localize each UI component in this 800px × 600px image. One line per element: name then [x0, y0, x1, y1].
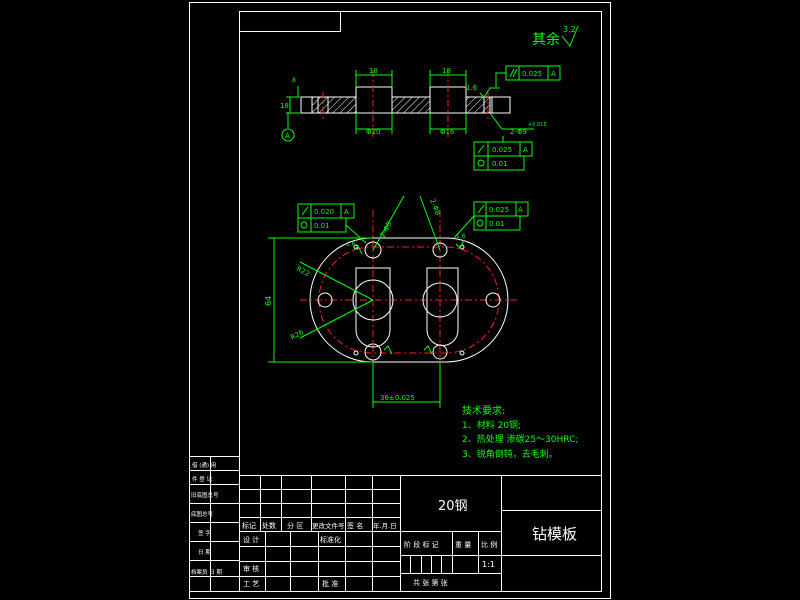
dim-r2: R26 — [289, 328, 305, 342]
row-process: 工 艺 — [243, 580, 259, 588]
side-item-0: 借 (通) 用 — [192, 461, 216, 469]
col-header-2: 分 区 — [287, 521, 303, 530]
side-item-1: 件 登 记 — [192, 475, 212, 483]
stage-mark: 阶 段 标 记 — [404, 540, 439, 549]
dim-center: 36±0.025 — [380, 394, 415, 402]
tol-left-1: 0.020 — [314, 208, 334, 216]
side-item-3: 底图总号 — [191, 510, 214, 518]
surface-finish-symbol — [561, 25, 579, 47]
hole-note-left: 2-Φ8 — [379, 220, 394, 239]
tech-req-1: 1、材料 20钢; — [462, 419, 521, 431]
small-mark-1: 1.6 — [346, 241, 356, 248]
tol-left-datum: A — [344, 208, 349, 216]
tol-right-1: 0.025 — [489, 206, 509, 214]
small-mark-2: 1.6 — [456, 233, 466, 240]
sheet-border — [189, 2, 611, 599]
dim-hole-left: Φ20 — [366, 128, 380, 136]
tol-right-datum: A — [518, 206, 523, 214]
tech-req-3: 3、锐角倒钝，去毛刺。 — [462, 448, 558, 460]
dim-width: 64 — [264, 296, 273, 306]
hole-note-right: 2-Φ8 — [428, 198, 442, 217]
side-item-2: 旧底图总号 — [191, 491, 219, 499]
col-header-4: 签 名 — [347, 521, 363, 530]
tol-right-2: 0.01 — [489, 220, 505, 228]
col-header-0: 标记 — [242, 521, 256, 530]
surface-finish-label: 其余 — [532, 31, 560, 48]
pos-tol: 0.01 — [492, 160, 508, 168]
row-standard: 标准化 — [320, 535, 341, 544]
col-header-3: 更改文件号 — [312, 521, 345, 530]
parallel-tol: 0.025 — [522, 70, 542, 78]
side-item-6: 档案员 日 期 — [191, 568, 222, 576]
section-view: 18 18 18 8 A Φ20 Φ16 2-Φ9 +0.015 1.6 — [280, 65, 561, 171]
side-item-4: 签 字 — [198, 529, 211, 537]
row-approve: 批 准 — [322, 579, 338, 588]
row-design: 设 计 — [243, 535, 259, 544]
weight: 重 量 — [455, 541, 471, 549]
dim-small-height: 8 — [292, 77, 296, 84]
plan-view: 64 R22 R26 36±0.025 2-Φ8 2-Φ8 1.6 1.6 0.… — [264, 195, 529, 408]
dim-hole-callout-tol: +0.015 — [528, 122, 547, 128]
scale: 1:1 — [482, 560, 495, 569]
section-datum: A — [285, 132, 290, 140]
tech-req-2: 2、热处理 渗碳25～30HRC; — [462, 433, 578, 445]
sheets: 共 张 第 张 — [413, 578, 448, 587]
dim-left-top: 18 — [369, 67, 378, 75]
dim-right-top: 18 — [442, 67, 451, 75]
perp-tol: 0.025 — [492, 146, 512, 154]
tol-left-2: 0.01 — [314, 222, 330, 230]
ratio: 比 例 — [481, 540, 497, 549]
side-item-5: 日 期 — [198, 549, 211, 556]
dim-hole-callout: 2-Φ9 — [510, 128, 527, 136]
row-check: 审 核 — [243, 564, 259, 573]
roughness-mark: 1.6 — [466, 84, 478, 92]
material: 20钢 — [438, 499, 468, 514]
side-strip: 借 (通) 用 件 登 记 旧底图总号 底图总号 签 字 日 期 档案员 日 期 — [189, 456, 240, 592]
top-left-box — [239, 11, 341, 32]
col-header-5: 年.月.日 — [373, 521, 397, 530]
tech-req-title: 技术要求: — [462, 404, 505, 417]
parallel-datum: A — [551, 70, 556, 78]
col-header-1: 处数 — [262, 521, 276, 530]
dim-height: 18 — [280, 102, 289, 110]
perp-datum: A — [523, 146, 528, 154]
part-name: 钻模板 — [532, 525, 577, 543]
surface-finish-value: 3.2 — [563, 25, 576, 34]
dim-hole-right: Φ16 — [440, 128, 455, 136]
title-block: 20钢 钻模板 1:1 标记 处数 分 区 更改文件号 签 名 年.月.日 设 … — [239, 475, 602, 592]
